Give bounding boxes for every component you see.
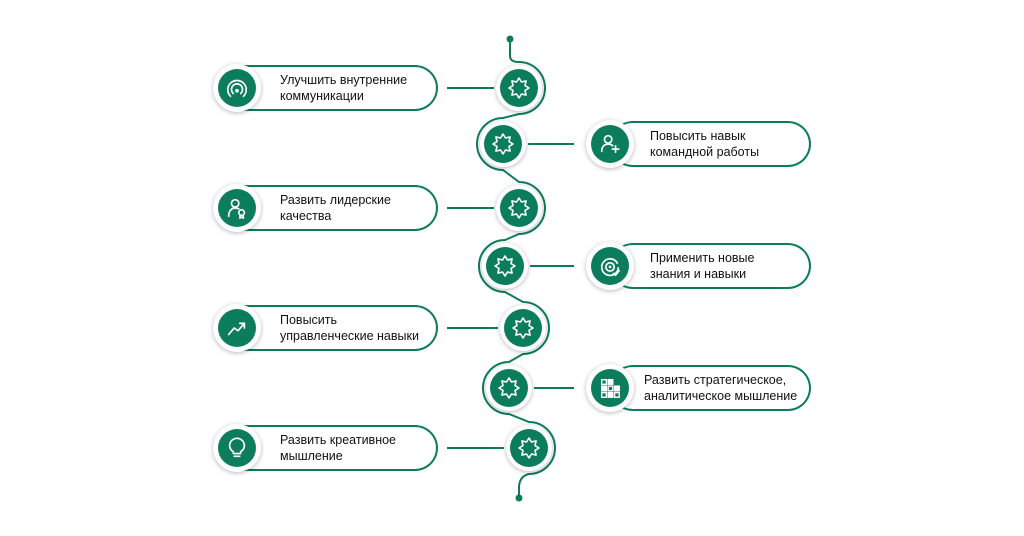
goal-badge: [586, 364, 634, 412]
timeline-node: [506, 425, 552, 471]
signal-broadcast-icon: [218, 69, 256, 107]
timeline-path: [476, 39, 556, 498]
starburst-icon: [490, 369, 528, 407]
grid-blocks-icon: [591, 369, 629, 407]
goal-card-strategic: Развить стратегическое, аналитическое мы…: [610, 365, 811, 411]
timeline-start-dot: [506, 35, 514, 43]
goal-label: Развить креативное мышление: [280, 433, 397, 463]
goal-label: Повысить навык командной работы: [650, 129, 760, 159]
goal-badge: [213, 424, 261, 472]
timeline-node: [500, 305, 546, 351]
goal-card-management: Повысить управленческие навыки: [240, 305, 438, 351]
goal-badge: [586, 120, 634, 168]
timeline-end-dot: [515, 494, 523, 502]
goal-card-leadership: Развить лидерские качества: [240, 185, 438, 231]
starburst-icon: [500, 69, 538, 107]
add-user-icon: [591, 125, 629, 163]
goal-badge: [213, 64, 261, 112]
starburst-icon: [486, 247, 524, 285]
starburst-icon: [500, 189, 538, 227]
timeline-node: [480, 121, 526, 167]
goal-card-communications: Улучшить внутренние коммуникации: [240, 65, 438, 111]
timeline-node: [482, 243, 528, 289]
starburst-icon: [504, 309, 542, 347]
timeline-node: [486, 365, 532, 411]
target-check-icon: [591, 247, 629, 285]
trending-up-icon: [218, 309, 256, 347]
goal-label: Повысить управленческие навыки: [280, 313, 419, 343]
user-award-icon: [218, 189, 256, 227]
goal-badge: [586, 242, 634, 290]
goal-label: Применить новые знания и навыки: [650, 251, 755, 281]
lightbulb-icon: [218, 429, 256, 467]
goal-badge: [213, 304, 261, 352]
starburst-icon: [510, 429, 548, 467]
goal-card-knowledge: Применить новые знания и навыки: [610, 243, 811, 289]
goal-card-teamwork: Повысить навык командной работы: [610, 121, 811, 167]
goal-label: Развить стратегическое, аналитическое мы…: [644, 373, 798, 403]
goal-card-creative: Развить креативное мышление: [240, 425, 438, 471]
goal-badge: [213, 184, 261, 232]
timeline-node: [496, 185, 542, 231]
goal-label: Улучшить внутренние коммуникации: [280, 73, 408, 103]
starburst-icon: [484, 125, 522, 163]
timeline-node: [496, 65, 542, 111]
goal-label: Развить лидерские качества: [280, 193, 391, 223]
